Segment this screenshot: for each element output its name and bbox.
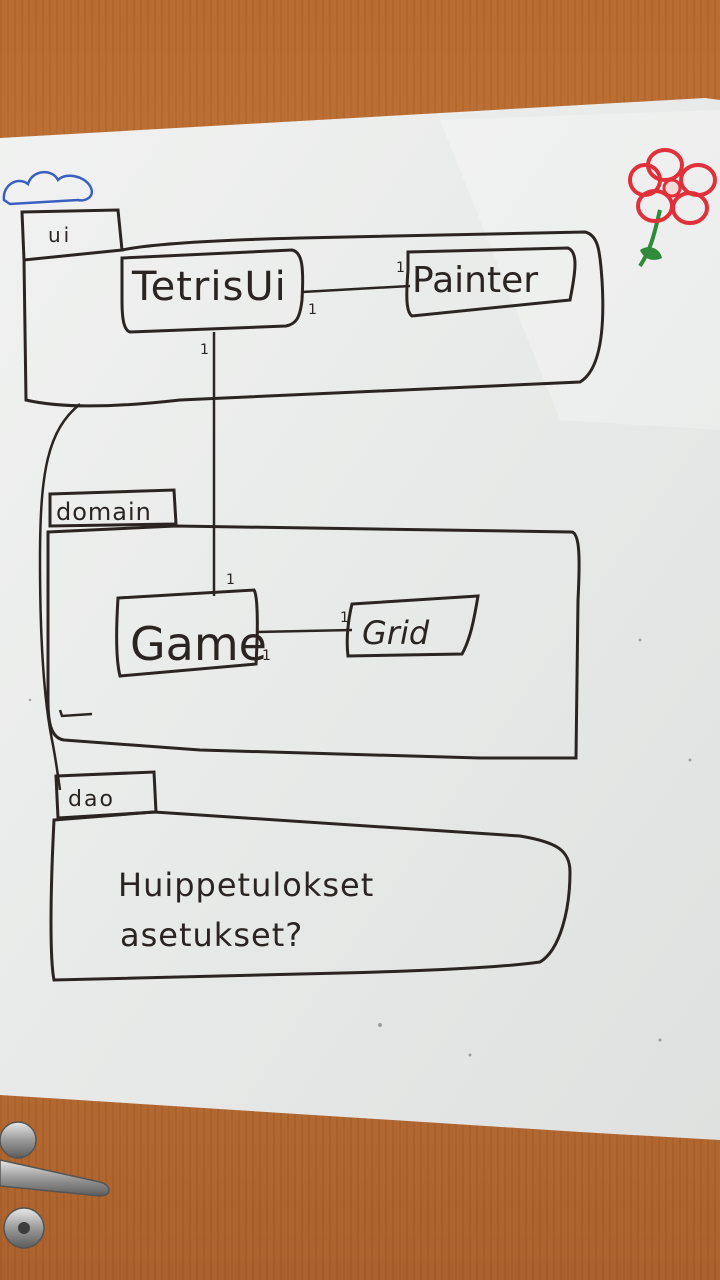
dao-note-line-1: Huippetulokset — [118, 866, 374, 904]
class-painter-label: Painter — [412, 260, 538, 301]
package-ui-label: ui — [48, 223, 72, 247]
multiplicity-tetrisui-painter: 1 — [308, 302, 317, 318]
paper-sheet — [0, 98, 720, 1140]
class-game — [115, 588, 259, 678]
association-game-grid — [255, 628, 353, 634]
class-tetrisui — [120, 248, 305, 334]
door-handle-icon — [0, 1121, 110, 1197]
package-domain — [46, 488, 581, 760]
domain-arrow-tip — [58, 709, 93, 718]
multiplicity-grid-game: 1 — [340, 610, 349, 626]
paper-specks — [28, 638, 692, 1057]
door-lock-icon — [3, 1207, 45, 1249]
multiplicity-game-tetrisui: 1 — [226, 572, 235, 588]
package-dao-label: dao — [68, 787, 115, 812]
cloud-icon — [2, 171, 94, 206]
package-domain-label: domain — [56, 498, 152, 526]
dependency-ui-dao — [38, 403, 81, 791]
class-grid-label: Grid — [362, 614, 430, 652]
package-ui — [20, 208, 605, 408]
package-dao — [49, 770, 572, 982]
class-game-label: Game — [130, 617, 267, 671]
multiplicity-tetrisui-game: 1 — [200, 342, 209, 358]
class-grid — [345, 594, 480, 658]
multiplicity-game-grid: 1 — [262, 648, 271, 664]
multiplicity-painter-tetrisui: 1 — [396, 260, 405, 276]
association-tetrisui-painter — [301, 284, 411, 294]
dao-note-line-2: asetukset? — [120, 916, 303, 954]
flower-icon — [628, 148, 717, 268]
class-tetrisui-label: TetrisUi — [131, 264, 287, 310]
